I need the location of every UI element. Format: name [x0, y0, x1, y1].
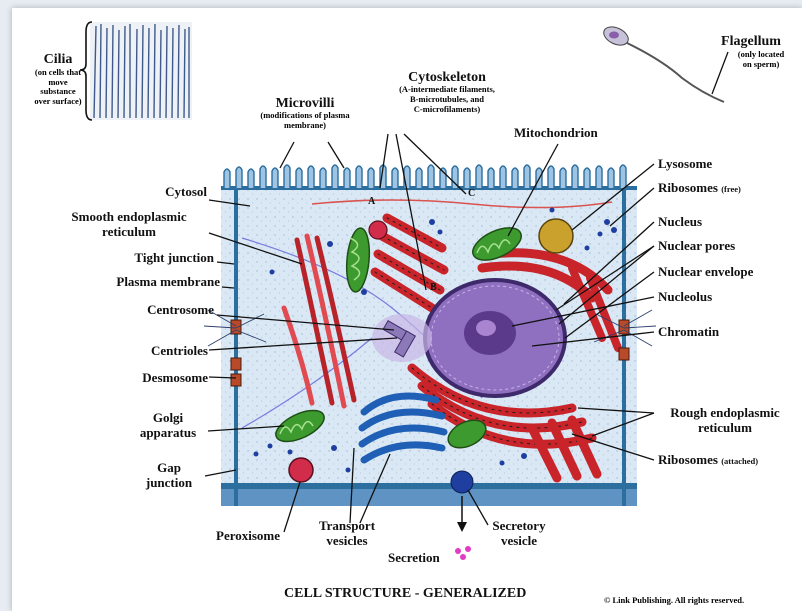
label-ribosomes-attached-text: Ribosomes — [658, 452, 718, 467]
label-nuclear-pores: Nuclear pores — [658, 238, 735, 253]
diagram-stage: Cilia (on cells that move substance over… — [12, 8, 802, 611]
label-ribosomes-attached-note: (attached) — [721, 456, 758, 466]
label-smooth-er: Smooth endoplasmic reticulum — [50, 209, 208, 239]
cytoskeleton-letter-a: A — [368, 194, 375, 209]
cilia-inset — [80, 22, 192, 120]
label-ribosomes-free-note: (free) — [721, 184, 741, 194]
nucleus — [425, 280, 565, 396]
microvilli — [224, 165, 626, 188]
label-lysosome: Lysosome — [658, 156, 712, 171]
label-secretion: Secretion — [388, 550, 440, 565]
label-nucleus: Nucleus — [658, 214, 702, 229]
label-cilia-note: (on cells that move substance over surfa… — [32, 68, 84, 106]
label-ribosomes-free-text: Ribosomes — [658, 180, 718, 195]
label-transport-vesicles: Transport vesicles — [300, 518, 394, 548]
peroxisome — [289, 458, 313, 482]
flagellum-sperm — [601, 23, 724, 102]
label-tight-junction: Tight junction — [72, 250, 214, 265]
label-ribosomes-attached: Ribosomes (attached) — [658, 452, 758, 467]
label-nucleolus: Nucleolus — [658, 289, 712, 304]
diagram-title: CELL STRUCTURE - GENERALIZED — [284, 586, 526, 601]
label-centrioles: Centrioles — [92, 343, 208, 358]
label-mitochondrion: Mitochondrion — [514, 125, 598, 140]
red-vesicle — [369, 221, 387, 239]
label-peroxisome: Peroxisome — [216, 528, 280, 543]
label-flagellum-note: (only located on sperm) — [736, 50, 786, 69]
label-gap-junction: Gap junction — [136, 460, 202, 490]
label-ribosomes-free: Ribosomes (free) — [658, 180, 741, 195]
label-centrosome: Centrosome — [92, 302, 214, 317]
label-plasma-membrane: Plasma membrane — [52, 274, 220, 289]
label-golgi: Golgi apparatus — [130, 410, 206, 440]
centrosome — [372, 314, 432, 362]
cytoskeleton-letter-b: B — [430, 280, 437, 295]
label-cytoskeleton-note-3: C-microfilaments) — [360, 105, 534, 115]
secretion-drops — [455, 546, 471, 560]
label-nuclear-envelope: Nuclear envelope — [658, 264, 753, 279]
label-chromatin: Chromatin — [658, 324, 719, 339]
label-cytosol: Cytosol — [112, 184, 207, 199]
label-microvilli: Microvilli — [240, 96, 370, 111]
secretory-vesicle — [451, 471, 473, 493]
label-cytoskeleton: Cytoskeleton — [372, 70, 522, 85]
cytoskeleton-letter-c: C — [468, 186, 475, 201]
label-desmosome: Desmosome — [72, 370, 208, 385]
label-rough-er: Rough endoplasmic reticulum — [652, 405, 798, 435]
label-microvilli-note: (modifications of plasma membrane) — [244, 111, 366, 130]
label-flagellum: Flagellum — [712, 34, 790, 49]
lysosome — [539, 219, 573, 253]
copyright-notice: © Link Publishing. All rights reserved. — [604, 596, 744, 606]
label-cilia: Cilia — [32, 52, 84, 67]
label-secretory-vesicle: Secretory vesicle — [474, 518, 564, 548]
